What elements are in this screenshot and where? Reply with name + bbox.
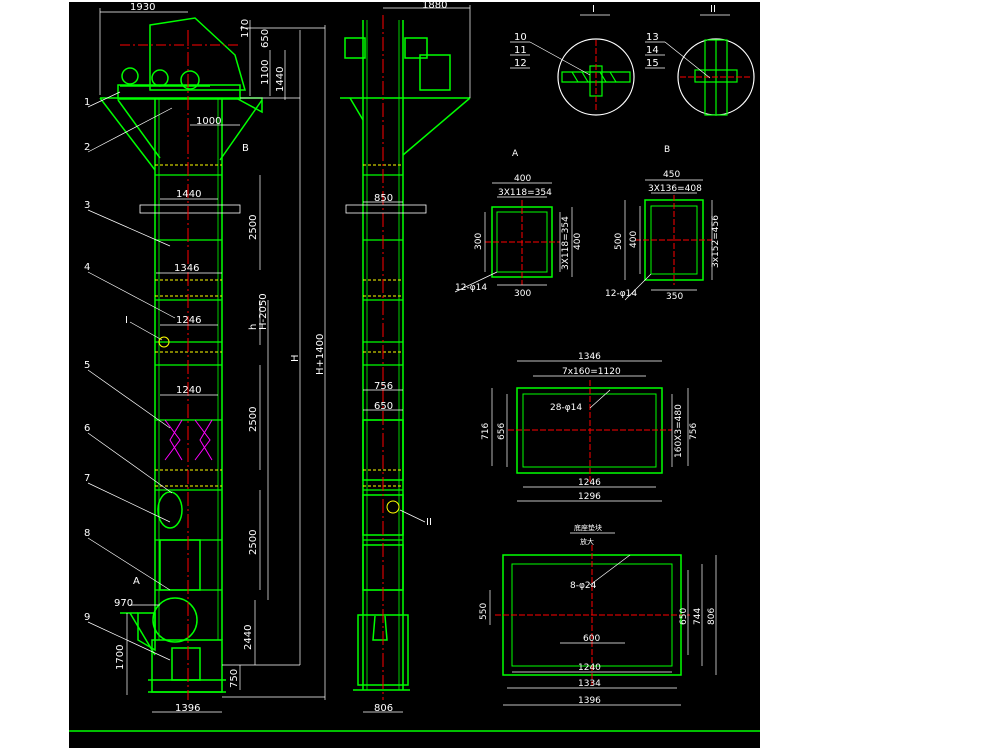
- flangeB-400: 400: [629, 231, 639, 248]
- flange1346-1296: 1296: [578, 492, 601, 502]
- detail-label-10: 10: [514, 32, 527, 43]
- dim-2500c: 2500: [248, 530, 259, 555]
- part-number-1: 1: [84, 97, 90, 108]
- base-title-bot: 放大: [580, 537, 594, 546]
- base-1240: 1240: [578, 663, 601, 673]
- base-plate: 底座垫块 放大 8-φ24 550 650 744 806 600 1240 1…: [479, 523, 717, 706]
- flange1346-7x160: 7x160=1120: [562, 367, 621, 377]
- flangeB-3x136: 3X136=408: [648, 184, 702, 194]
- marker-B: B: [242, 143, 249, 154]
- base-600: 600: [583, 634, 600, 644]
- flange1346-holes: 28-φ14: [550, 403, 582, 413]
- dim-2440: 2440: [243, 625, 254, 650]
- dim-1440: 1440: [176, 189, 201, 200]
- dim-bigH: H: [290, 354, 301, 362]
- flangeB-500: 500: [614, 233, 624, 250]
- dim-1100: 1100: [260, 60, 271, 85]
- dim-1240: 1240: [176, 385, 201, 396]
- marker-A: A: [133, 576, 140, 587]
- flange1346-756: 756: [689, 423, 699, 440]
- flangeA-3x118: 3X118=354: [498, 188, 552, 198]
- base-1396: 1396: [578, 696, 601, 706]
- detail-views: I II 10 11 12 13 14 15: [510, 4, 755, 116]
- side-dim-756: 756: [374, 381, 393, 392]
- part-number-7: 7: [84, 473, 90, 484]
- dim-1346: 1346: [174, 263, 199, 274]
- part-number-5: 5: [84, 360, 90, 371]
- part-number-3: 3: [84, 200, 90, 211]
- dim-1700: 1700: [115, 645, 126, 670]
- side-dim-650: 650: [374, 401, 393, 412]
- base-1334: 1334: [578, 679, 601, 689]
- flangeB-holes: 12-φ14: [605, 289, 637, 299]
- part-number-4: 4: [84, 262, 90, 273]
- detail-II-title: II: [710, 4, 716, 15]
- side-dim-850: 850: [374, 193, 393, 204]
- base-744: 744: [693, 608, 703, 625]
- part-number-6: 6: [84, 423, 90, 434]
- side-dim-top: 1880: [422, 2, 447, 11]
- flange1346-1346: 1346: [578, 352, 601, 362]
- dim-H+1400: H+1400: [315, 334, 326, 375]
- base-title-top: 底座垫块: [574, 523, 602, 532]
- dim-170: 170: [240, 19, 251, 38]
- dim-h-2050: H-2050: [258, 293, 269, 330]
- part-number-2: 2: [84, 142, 90, 153]
- front-elevation: 1930 170 650 1100 1440 1000 1440 1346 12…: [84, 2, 326, 714]
- detail-label-13: 13: [646, 32, 659, 43]
- flange-A: A 400 3X118=354 300 3X118=354 400 300 12…: [454, 149, 583, 299]
- flangeA-300l: 300: [474, 233, 484, 250]
- flangeB-title: B: [664, 145, 670, 155]
- flangeA-holes: 12-φ14: [455, 283, 487, 293]
- side-dim-806: 806: [374, 703, 393, 714]
- base-650: 650: [679, 608, 689, 625]
- detail-label-15: 15: [646, 58, 659, 69]
- detail-label-14: 14: [646, 45, 659, 56]
- part-number-9: 9: [84, 612, 90, 623]
- dim-970: 970: [114, 598, 133, 609]
- detail-I-title: I: [592, 4, 595, 15]
- dim-1396: 1396: [175, 703, 200, 714]
- cad-drawing-canvas[interactable]: 1930 170 650 1100 1440 1000 1440 1346 12…: [69, 0, 760, 748]
- flange1346-716: 716: [481, 423, 491, 440]
- marker-I: I: [125, 315, 128, 326]
- bucket-elevator-drawing: 1930 170 650 1100 1440 1000 1440 1346 12…: [69, 0, 760, 732]
- marker-II: II: [426, 517, 432, 528]
- dim-750: 750: [229, 669, 240, 688]
- dim-2500a: 2500: [248, 215, 259, 240]
- flangeA-400r: 400: [573, 233, 583, 250]
- flange1346-656: 656: [497, 423, 507, 440]
- dim-1000: 1000: [196, 116, 221, 127]
- flangeB-3x152: 3x152=456: [711, 215, 721, 268]
- dim-1440r: 1440: [275, 67, 286, 92]
- base-806: 806: [707, 608, 717, 625]
- flangeA-title: A: [512, 149, 519, 159]
- flange-1346: 1346 7x160=1120 28-φ14 716 656 160X3=480…: [481, 352, 699, 502]
- flangeA-400: 400: [514, 174, 531, 184]
- dim-2500b: 2500: [248, 407, 259, 432]
- dim-1246: 1246: [176, 315, 201, 326]
- base-550: 550: [479, 603, 489, 620]
- flange1346-1246: 1246: [578, 478, 601, 488]
- flangeA-300b: 300: [514, 289, 531, 299]
- side-elevation: 1880 850 756 650 806 II: [340, 0, 471, 714]
- part-number-8: 8: [84, 528, 90, 539]
- flangeA-3x118v: 3X118=354: [561, 216, 571, 270]
- flange-B: B 450 3X136=408 500 400 3x152=456 350 12…: [605, 145, 721, 302]
- detail-label-12: 12: [514, 58, 527, 69]
- flangeB-350: 350: [666, 292, 683, 302]
- base-holes: 8-φ24: [570, 581, 597, 591]
- flangeB-450: 450: [663, 170, 680, 180]
- dim-top-width: 1930: [130, 2, 155, 13]
- dim-650: 650: [260, 29, 271, 48]
- flange1346-160x3: 160X3=480: [674, 404, 684, 458]
- dim-h: h: [248, 324, 259, 330]
- detail-label-11: 11: [514, 45, 527, 56]
